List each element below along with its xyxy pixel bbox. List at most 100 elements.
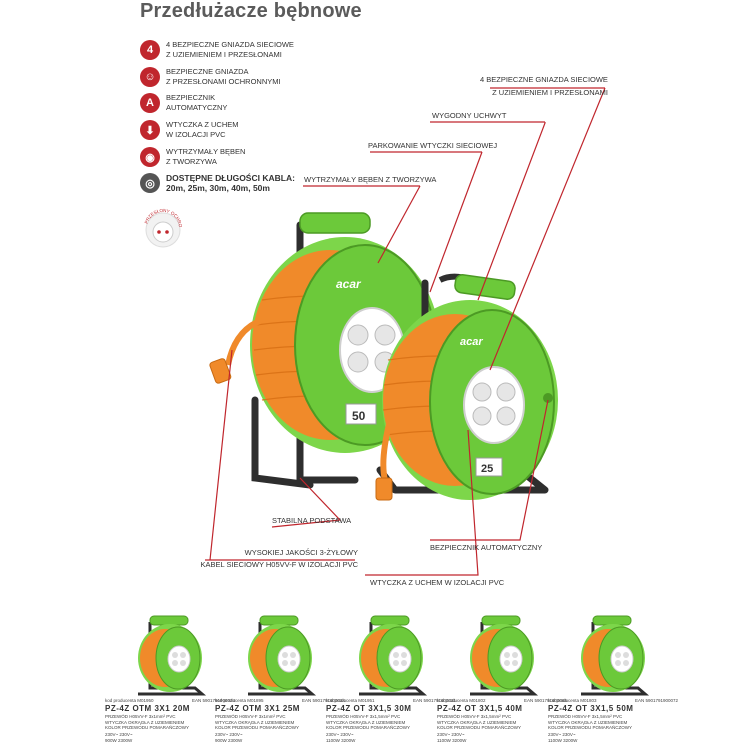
callout-parking: PARKOWANIE WTYCZKI SIECIOWEJ bbox=[368, 141, 498, 150]
callout-base: STABILNA PODSTAWA bbox=[272, 516, 352, 525]
product-reel-thumbnail bbox=[581, 615, 650, 696]
product-power: 230V~ 230V~1100W 3200W bbox=[326, 732, 355, 743]
callout-sockets: 4 BEZPIECZNE GNIAZDA SIECIOWE Z UZIEMIEN… bbox=[480, 75, 608, 97]
callout-cable: WYSOKIEJ JAKOŚCI 3-ŻYŁOWY KABEL SIECIOWY… bbox=[200, 548, 358, 569]
power-line: 230V~ 230V~ bbox=[215, 732, 243, 737]
callout-text: WYSOKIEJ JAKOŚCI 3-ŻYŁOWY bbox=[244, 548, 358, 557]
power-line: 230V~ 230V~ bbox=[548, 732, 576, 737]
product-power: 230V~ 230V~1100W 3200W bbox=[437, 732, 466, 743]
four-sockets-icon: 4 bbox=[140, 40, 160, 60]
power-line: 230V~ 230V~ bbox=[326, 732, 354, 737]
callout-plug: WTYCZKA Z UCHEM W IZOLACJI PVC bbox=[370, 578, 505, 587]
feature-line: z uziemieniem i przesłonami bbox=[166, 49, 282, 59]
feature-item: A bezpiecznikautomatyczny bbox=[140, 93, 227, 113]
cable-length-icon: ◎ bbox=[140, 173, 160, 193]
callout-text: Z UZIEMIENIEM I PRZESŁONAMI bbox=[492, 88, 608, 97]
power-line: 230V~ 230V~ bbox=[105, 732, 133, 737]
feature-line: 20m, 25m, 30m, 40m, 50m bbox=[166, 183, 270, 193]
desc-line: WTYCZKA OKRĄGŁA Z UZIEMIENIEM bbox=[548, 719, 628, 725]
product-name: PZ-4Z OTM 3X1 20M bbox=[105, 704, 190, 713]
product-power: 230V~ 230V~900W 2300W bbox=[215, 732, 243, 743]
product-name: PZ-4Z OT 3X1,5 50M bbox=[548, 704, 634, 713]
big-length-label: 50 bbox=[352, 409, 366, 423]
desc-line: KOLOR PRZEWODU POMARAŃCZOWY bbox=[548, 725, 633, 730]
feature-line: 4 bezpieczne gniazda sieciowe bbox=[166, 40, 294, 49]
safe-shutter-icon: ☺ bbox=[140, 67, 160, 87]
feature-line: w izolacji PVC bbox=[166, 129, 226, 139]
desc-line: WTYCZKA OKRĄGŁA Z UZIEMIENIEM bbox=[326, 719, 406, 725]
desc-line: PRZEWÓD H05VV-F 3x1mm² PVC bbox=[215, 714, 286, 719]
brand-logo-small: acar bbox=[460, 336, 483, 348]
plug-handle-icon: ⬇ bbox=[140, 120, 160, 140]
feature-line: bezpiecznik bbox=[166, 93, 216, 102]
callout-lines bbox=[205, 87, 606, 576]
product-code: kod producenta M01803 bbox=[548, 698, 597, 703]
feature-item: ⬇ wtyczka z uchemw izolacji PVC bbox=[140, 120, 239, 140]
power-line: 1100W 3200W bbox=[437, 737, 467, 743]
feature-line: wytrzymały bęben bbox=[166, 147, 246, 156]
small-reel: acar 25 bbox=[375, 273, 558, 501]
product-name: PZ-4Z OT 3X1,5 40M bbox=[437, 704, 523, 713]
product-reel-thumbnail bbox=[470, 615, 539, 696]
desc-line: KOLOR PRZEWODU POMARAŃCZOWY bbox=[437, 725, 522, 730]
desc-line: KOLOR PRZEWODU POMARAŃCZOWY bbox=[105, 725, 190, 730]
power-line: 900W 2300W bbox=[215, 737, 243, 743]
callout-drum: WYTRZYMAŁY BĘBEN Z TWORZYWA bbox=[304, 175, 437, 184]
desc-line: WTYCZKA OKRĄGŁA Z UZIEMIENIEM bbox=[215, 719, 295, 725]
feature-item: 4 4 bezpieczne gniazda sieciowez uziemie… bbox=[140, 40, 294, 60]
feature-item: ◎ DOSTĘPNE DŁUGOŚCI KABLA:20m, 25m, 30m,… bbox=[140, 173, 295, 193]
feature-line: z przesłonami ochronnymi bbox=[166, 76, 281, 86]
product-code: kod producenta M01950 bbox=[105, 698, 154, 703]
product-ean: EAN 5901791900065 bbox=[523, 698, 567, 703]
product-reel-thumbnail bbox=[138, 615, 207, 696]
power-line: 230V~ 230V~ bbox=[437, 732, 465, 737]
feature-line: DOSTĘPNE DŁUGOŚCI KABLA: bbox=[166, 173, 295, 183]
product-code: kod producenta M01802 bbox=[437, 698, 486, 703]
feature-line: bezpieczne gniazda bbox=[166, 67, 249, 76]
callout-text: 4 BEZPIECZNE GNIAZDA SIECIOWE bbox=[480, 75, 608, 84]
power-line: 1100W 3200W bbox=[548, 737, 578, 743]
desc-line: PRZEWÓD H05VV-F 3x1,5mm² PVC bbox=[326, 714, 401, 719]
brand-logo: acar bbox=[336, 277, 362, 291]
product-ean: EAN 5901791900324 bbox=[191, 698, 235, 703]
callout-fuse: BEZPIECZNIK AUTOMATYCZNY bbox=[430, 543, 543, 552]
desc-line: PRZEWÓD H05VV-F 3x1,5mm² PVC bbox=[548, 714, 623, 719]
feature-line: automatyczny bbox=[166, 102, 228, 112]
product-power: 230V~ 230V~900W 2300W bbox=[105, 732, 133, 743]
feature-item: ☺ bezpieczne gniazdaz przesłonami ochron… bbox=[140, 67, 281, 87]
power-line: 900W 2300W bbox=[105, 737, 133, 743]
product-reel-thumbnail bbox=[248, 615, 317, 696]
feature-item: ◉ wytrzymały bębenz tworzywa bbox=[140, 147, 245, 167]
callout-text: KABEL SIECIOWY H05VV-F W IZOLACJI PVC bbox=[200, 560, 358, 569]
feature-line: z tworzywa bbox=[166, 156, 217, 166]
drum-icon: ◉ bbox=[140, 147, 160, 167]
feature-line: wtyczka z uchem bbox=[166, 120, 239, 129]
page-title: Przedłużacze bębnowe bbox=[140, 0, 362, 22]
callout-handle: WYGODNY UCHWYT bbox=[432, 111, 507, 120]
product-ean: EAN 5901791900034 bbox=[301, 698, 345, 703]
product-code: kod producenta M01951 bbox=[326, 698, 375, 703]
shutter-badge: PRZESŁONY OCHRONNE bbox=[138, 201, 186, 251]
desc-line: PRZEWÓD H05VV-F 3x1mm² PVC bbox=[105, 714, 176, 719]
desc-line: WTYCZKA OKRĄGŁA Z UZIEMIENIEM bbox=[105, 719, 185, 725]
product-power: 230V~ 230V~1100W 3200W bbox=[548, 732, 577, 743]
desc-line: WTYCZKA OKRĄGŁA Z UZIEMIENIEM bbox=[437, 719, 517, 725]
small-length-label: 25 bbox=[481, 463, 493, 475]
desc-line: PRZEWÓD H05VV-F 3x1,5mm² PVC bbox=[437, 714, 512, 719]
product-code: kod producenta M01895 bbox=[215, 698, 264, 703]
product-name: PZ-4Z OTM 3X1 25M bbox=[215, 704, 300, 713]
desc-line: KOLOR PRZEWODU POMARAŃCZOWY bbox=[215, 725, 300, 730]
product-reel-thumbnail bbox=[359, 615, 428, 696]
desc-line: KOLOR PRZEWODU POMARAŃCZOWY bbox=[326, 725, 411, 730]
product-ean: EAN 5901791900072 bbox=[634, 698, 678, 703]
product-name: PZ-4Z OT 3X1,5 30M bbox=[326, 704, 412, 713]
power-line: 1100W 3200W bbox=[326, 737, 356, 743]
auto-fuse-icon: A bbox=[140, 93, 160, 113]
product-ean: EAN 5901791900331 bbox=[412, 698, 456, 703]
